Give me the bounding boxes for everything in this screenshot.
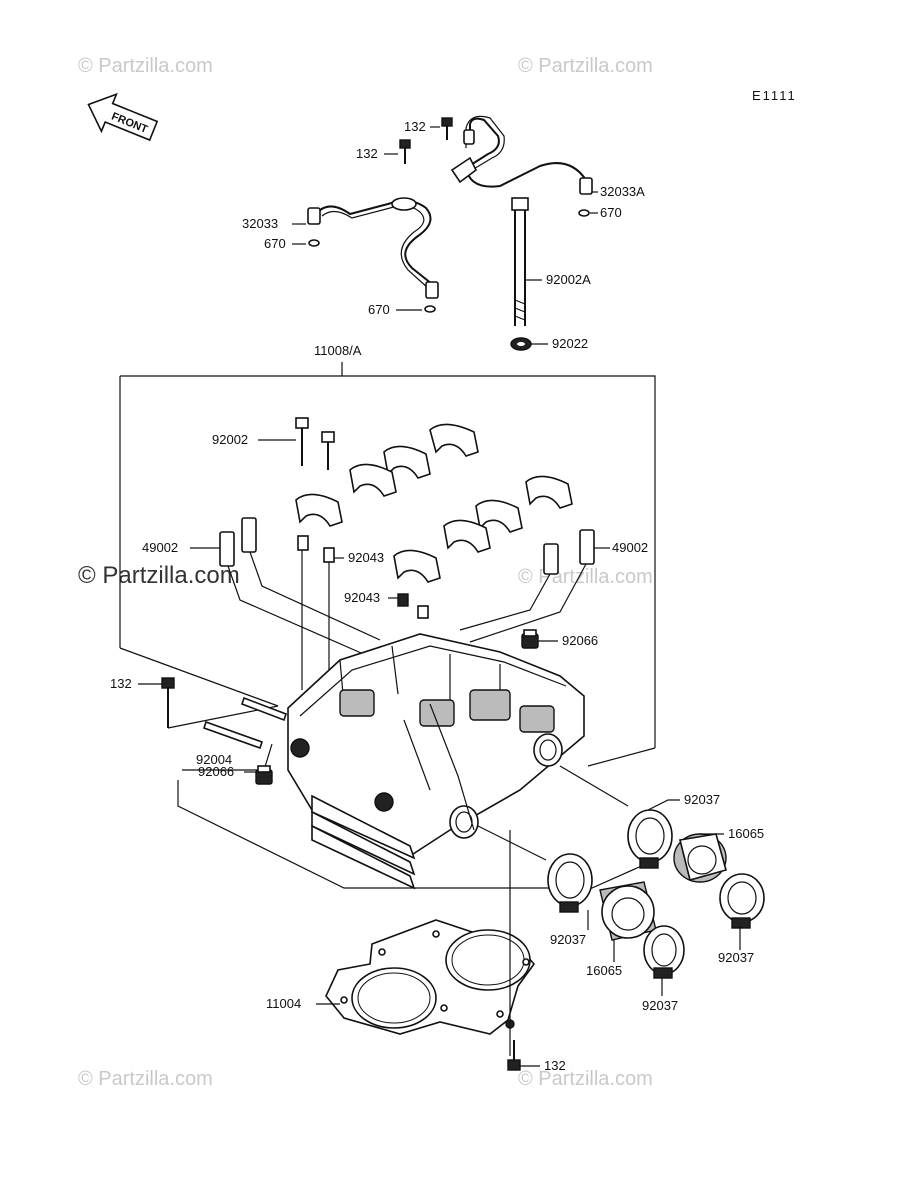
clamp-92037 — [643, 925, 685, 979]
head-gasket-11004 — [325, 919, 536, 1035]
part-label: 92037 — [718, 950, 754, 965]
part-label: 92002A — [546, 272, 591, 287]
bolt-132 — [399, 139, 411, 164]
dowel-pin-92043 — [323, 547, 335, 563]
bolt-132 — [441, 117, 453, 140]
stud-bolt-92002a — [511, 197, 529, 326]
part-label: 132 — [110, 676, 132, 691]
group-bracket-bottom — [177, 780, 656, 889]
washer-hole — [517, 342, 525, 346]
part-label: 92037 — [642, 998, 678, 1013]
part-label: 670 — [264, 236, 286, 251]
part-label: 11008/A — [314, 343, 362, 358]
camshaft-cap — [429, 423, 479, 457]
part-label: 132 — [356, 146, 378, 161]
watermark: © Partzilla.com — [78, 1068, 213, 1090]
clamp-92037 — [547, 853, 593, 913]
oil-pipe-right — [450, 115, 593, 195]
camshaft-cap — [383, 445, 431, 479]
part-label: 92037 — [550, 932, 586, 947]
diagram-code: E1111 — [752, 88, 797, 103]
part-label: 92066 — [198, 764, 234, 779]
part-label: 32033 — [242, 216, 278, 231]
part-label: 92066 — [562, 633, 598, 648]
watermark: © Partzilla.com — [78, 562, 240, 589]
pipe-fitting — [307, 207, 321, 225]
intake-holder-16065 — [673, 833, 727, 883]
part-label: 92037 — [684, 792, 720, 807]
part-label: 92043 — [348, 550, 384, 565]
cylinder-head — [287, 633, 585, 890]
camshaft-cap — [475, 499, 523, 533]
part-label: 49002 — [142, 540, 178, 555]
part-label: 49002 — [612, 540, 648, 555]
part-label: 670 — [368, 302, 390, 317]
plug-92066 — [521, 629, 539, 649]
watermark: © Partzilla.com — [518, 55, 653, 77]
o-ring-670 — [424, 305, 436, 313]
tappet-49002 — [543, 529, 595, 575]
pipe-banjo — [450, 156, 478, 184]
watermark: © Partzilla.com — [518, 1068, 653, 1090]
part-label: 92002 — [212, 432, 248, 447]
group-bracket — [120, 375, 656, 748]
bolt-92002 — [295, 417, 309, 466]
part-label: 92004 — [196, 752, 232, 767]
part-label: 32033A — [600, 184, 645, 199]
pipe-fitting — [463, 129, 475, 145]
part-label: 670 — [600, 205, 622, 220]
pipe-fitting — [425, 281, 439, 299]
camshaft-cap — [443, 519, 491, 553]
o-ring-670 — [308, 239, 320, 247]
tappet-49002 — [219, 517, 257, 567]
watermark: © Partzilla.com — [78, 55, 213, 77]
camshaft-cap — [393, 549, 441, 583]
bolt-92002 — [321, 431, 335, 470]
dowel-pin-92043 — [297, 535, 309, 551]
camshaft-cap — [525, 475, 573, 509]
part-label: 11004 — [266, 996, 301, 1011]
dowel-pin-92043 — [397, 593, 409, 607]
plug-92066 — [255, 765, 273, 785]
part-label: 132 — [544, 1058, 566, 1073]
bolt-132 — [507, 1040, 521, 1071]
part-label: 132 — [404, 119, 426, 134]
camshaft-cap — [349, 463, 397, 497]
bolt-132 — [161, 677, 175, 728]
stud-92004 — [202, 696, 288, 750]
part-label: 16065 — [728, 826, 764, 841]
o-ring-670 — [578, 209, 590, 217]
intake-holder-16065 — [599, 881, 657, 941]
watermark: © Partzilla.com — [518, 566, 653, 588]
pipe-fitting — [579, 177, 593, 195]
part-label: 92022 — [552, 336, 588, 351]
clamp-92037 — [719, 873, 765, 929]
camshaft-cap — [295, 493, 343, 527]
front-arrow-icon: FRONT — [87, 92, 159, 142]
part-label: 92043 — [344, 590, 380, 605]
oil-pipe-left — [307, 197, 439, 299]
pipe-banjo — [391, 197, 417, 211]
dowel-pin-92043 — [417, 605, 429, 619]
part-label: 16065 — [586, 963, 622, 978]
clamp-92037 — [627, 809, 673, 869]
